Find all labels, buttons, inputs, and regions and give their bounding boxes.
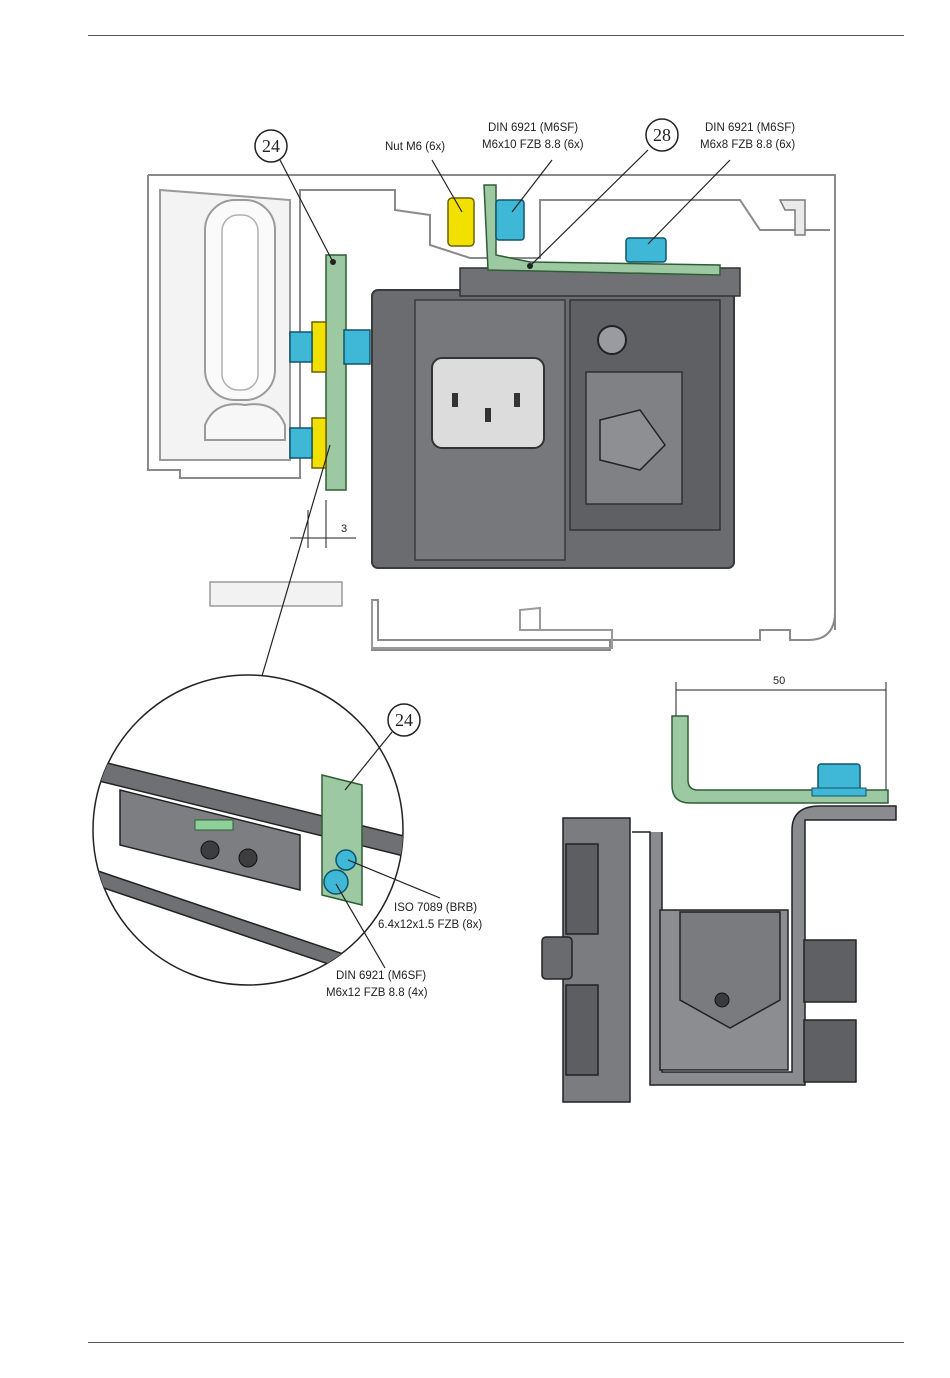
socket-pin-left — [452, 393, 458, 407]
callout-28-text: 28 — [653, 125, 671, 145]
socket-pin-center — [485, 408, 491, 422]
leader-m6x10 — [512, 160, 552, 212]
leader-nut — [432, 160, 462, 212]
callout-24-top-text: 24 — [262, 136, 280, 156]
label-din-m6x12-line1: DIN 6921 (M6SF) — [336, 970, 426, 982]
detail-screw-2 — [239, 849, 257, 867]
bolt-m6x10 — [496, 200, 524, 240]
detail-bolt — [324, 870, 348, 894]
label-iso-line2: 6.4x12x1.5 FZB (8x) — [378, 919, 482, 931]
bracket-24 — [326, 255, 346, 490]
side-knob-bottom — [566, 985, 598, 1075]
callout-24-detail-text: 24 — [395, 710, 413, 730]
detail-slot — [195, 820, 233, 830]
side-bolt-base — [812, 788, 866, 796]
label-din-m6x8-line2: M6x8 FZB 8.8 (6x) — [700, 139, 795, 151]
profile-slot — [205, 404, 285, 440]
label-din-m6x10-line2: M6x10 FZB 8.8 (6x) — [482, 139, 584, 151]
leader-m6x8 — [648, 160, 730, 244]
profile-roller-core — [222, 215, 258, 390]
side-right-knob-top — [804, 940, 856, 1002]
side-bolt-head — [818, 764, 860, 790]
bolt-m6x8 — [626, 238, 666, 262]
label-din-m6x10-line1: DIN 6921 (M6SF) — [488, 122, 578, 134]
power-socket — [432, 358, 544, 448]
leader-dot-28 — [527, 263, 533, 269]
detail-screw-1 — [201, 841, 219, 859]
side-pin — [542, 937, 572, 979]
label-din-m6x8-line1: DIN 6921 (M6SF) — [705, 122, 795, 134]
side-knob-top — [566, 844, 598, 934]
socket-pin-right — [514, 393, 520, 407]
nut-m6 — [448, 198, 474, 246]
detail-view: 24 ISO 7089 (BRB) 6.4x12x1.5 FZB (8x) DI… — [93, 675, 482, 999]
dim-50-text: 50 — [773, 675, 785, 687]
side-tab-hole — [715, 993, 729, 1007]
side-right-knob-bottom — [804, 1020, 856, 1082]
label-nut-m6: Nut M6 (6x) — [385, 141, 445, 153]
detail-zoom-line — [262, 445, 330, 676]
bolt-left-c — [344, 330, 370, 364]
bolt-left-b — [290, 428, 312, 458]
latch-knob — [598, 326, 626, 354]
side-view: 50 — [542, 675, 896, 1102]
dim-3-text: 3 — [341, 523, 347, 535]
main-assembly-view: 24 28 Nut M6 (6x) DIN 6921 (M6SF) M6x10 … — [148, 119, 835, 676]
leader-dot-24 — [330, 259, 336, 265]
bolt-left-a — [290, 332, 312, 362]
label-iso-line1: ISO 7089 (BRB) — [394, 902, 477, 914]
nut-m6-left-b — [312, 418, 326, 468]
detail-washer — [336, 850, 356, 870]
label-din-m6x12-line2: M6x12 FZB 8.8 (4x) — [326, 987, 428, 999]
bottom-rail — [210, 582, 342, 606]
nut-m6-left-a — [312, 322, 326, 372]
